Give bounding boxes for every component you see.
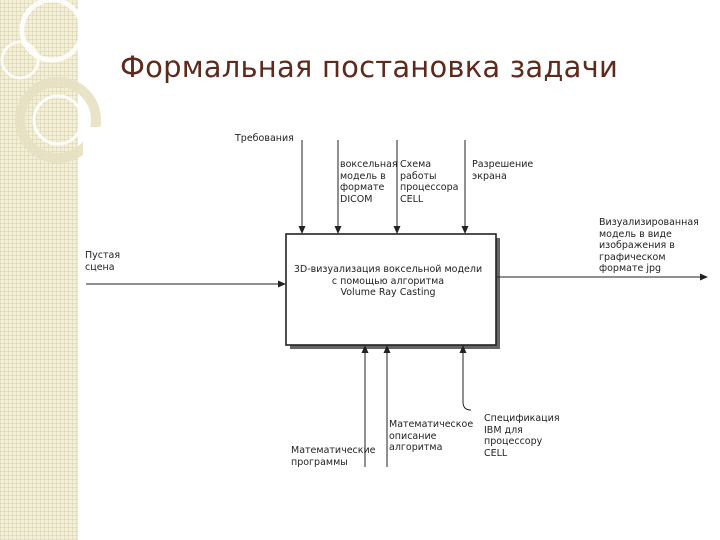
control-label-requirements: Требования (235, 133, 294, 144)
slide-title: Формальная постановка задачи (120, 50, 618, 84)
control-label-resolution: Разрешение экрана (472, 159, 534, 182)
mechanism-label-ibm-spec: Спецификация IBM для процессору CELL (484, 413, 560, 459)
control-label-voxel-model: воксельная модель в формате DICOM (340, 159, 398, 205)
mechanism-arrow-ibm-spec (459, 345, 472, 411)
decorative-swirl-graphic (0, 0, 101, 163)
input-label: Пустая сцена (85, 250, 121, 273)
function-box (285, 233, 497, 346)
idef0-diagram: 3D-визуализация воксельной модели с помо… (83, 127, 713, 477)
function-box-label: 3D-визуализация воксельной модели с помо… (293, 264, 483, 298)
control-label-cell-scheme: Схема работы процессора CELL (400, 159, 459, 205)
output-label: Визуализированная модель в виде изображе… (599, 217, 699, 274)
mechanism-label-math-description: Математическое описание алгоритма (389, 419, 474, 453)
mechanism-label-math-programs: Математические программы (291, 445, 376, 468)
diagram-lines (86, 140, 708, 467)
